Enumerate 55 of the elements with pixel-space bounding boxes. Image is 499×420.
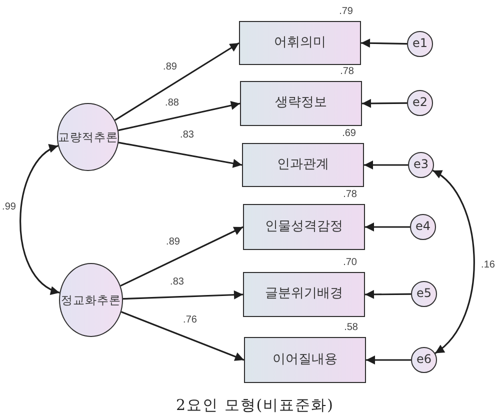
indicator-name: 인물성격감정 xyxy=(265,220,343,234)
edge-label: .76 xyxy=(182,314,198,326)
edge-label: .89 xyxy=(165,236,181,248)
edge-label: .83 xyxy=(179,130,195,140)
error-name: e4 xyxy=(415,220,431,234)
arrow xyxy=(118,142,242,168)
arrow xyxy=(122,290,244,300)
factor-name: 교량적추론 xyxy=(58,130,118,144)
error-circle xyxy=(408,152,434,178)
error-circle xyxy=(407,90,433,116)
indicator-name: 생략정보 xyxy=(275,96,327,111)
edge-label: .99 xyxy=(1,202,17,212)
arrow xyxy=(364,160,408,170)
edge-label: .89 xyxy=(162,62,178,72)
value-label: .69 xyxy=(341,128,357,139)
indicator-box xyxy=(242,143,364,187)
error-name: e3 xyxy=(413,158,429,172)
curved-double-headed-arrow xyxy=(20,145,60,294)
arrow xyxy=(118,101,240,132)
error-name: e2 xyxy=(412,96,428,110)
arrow xyxy=(365,290,411,299)
value-label: .78 xyxy=(339,66,355,77)
arrow xyxy=(120,226,244,287)
value-label: .58 xyxy=(343,322,359,333)
indicator-box xyxy=(244,337,366,383)
arrow xyxy=(121,311,244,361)
arrow xyxy=(365,222,410,232)
error-circle xyxy=(407,31,433,57)
indicator-name: 인과관계 xyxy=(277,158,329,172)
arrow xyxy=(362,98,407,108)
curved-double-headed-arrow xyxy=(432,170,475,354)
error-circle xyxy=(410,214,436,240)
error-name: e6 xyxy=(416,353,432,367)
arrow xyxy=(366,356,411,364)
arrow xyxy=(114,42,240,121)
value-label: .78 xyxy=(342,189,358,200)
indicator-box xyxy=(240,81,362,126)
edge-label: .83 xyxy=(169,276,185,288)
error-name: e1 xyxy=(412,37,428,51)
figure-caption: 2요인 모형(비표준화) xyxy=(176,396,334,415)
indicator-box xyxy=(239,21,361,65)
error-circle xyxy=(411,281,437,307)
edge-label: .16 xyxy=(480,260,496,270)
indicator-box xyxy=(243,204,365,250)
indicator-box xyxy=(243,272,365,317)
indicator-name: 글분위기배경 xyxy=(265,287,343,302)
indicator-name: 어휘의미 xyxy=(274,36,326,50)
indicator-name: 이어질내용 xyxy=(272,352,338,368)
value-label: .79 xyxy=(338,6,354,17)
arrow xyxy=(360,38,408,48)
error-name: e5 xyxy=(416,287,432,301)
factor-name: 정교화추론 xyxy=(61,294,121,306)
error-circle xyxy=(411,347,437,373)
edge-label: .88 xyxy=(164,98,180,108)
value-label: .70 xyxy=(342,257,358,268)
